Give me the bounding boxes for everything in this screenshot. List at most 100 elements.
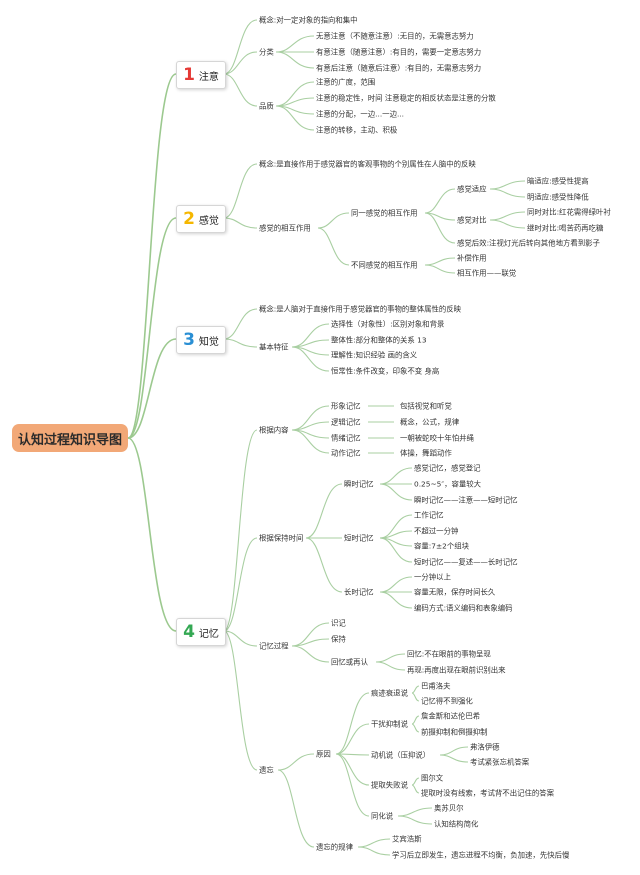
sensation-adaptation: 感觉适应 [457,184,487,194]
connector-line [411,777,420,786]
perception-feature-item: 整体性:部分和整体的关系 13 [331,335,427,345]
connector-line [223,630,258,771]
topic-label-perception: 知觉 [198,336,219,348]
topic-memory[interactable]: 4 记忆 [176,618,226,646]
memory-instant: 瞬时记忆 [344,479,374,489]
attention-quality-item: 注意的广度，范围 [316,77,376,87]
forgetting-assimilation-item: 认知结构简化 [434,819,479,829]
connector-line [223,308,258,340]
sensation-afterimage: 感觉后效:注视灯光后转向其他地方看到影子 [457,238,600,248]
connector-line [397,815,433,825]
forgetting-law-item: 学习后立即发生，遗忘进程不均衡，负加速，先快后慢 [392,850,570,860]
forgetting-interference-item: 前摄抑制和倒摄抑制 [421,727,488,737]
connector-line [275,81,315,107]
connector-line [489,180,526,190]
connector-line [379,591,413,609]
connector-line [379,483,413,501]
memory-content-item: 逻辑记忆 [331,417,361,427]
memory-long-item: 编码方式:语义编码和表象编码 [414,603,513,613]
topic-attention[interactable]: 1 注意 [176,61,226,89]
connector-line [127,338,177,439]
memory-retention: 根据保持时间 [259,533,304,543]
connector-line [317,227,350,266]
connector-line [223,163,258,219]
forgetting-law-item: 艾宾浩斯 [392,834,422,844]
memory-process-item: 识记 [331,618,346,628]
connector-line [223,630,258,647]
memory-content-item: 形象记忆 [331,401,361,411]
forgetting-interference-item: 詹金斯和达伦巴希 [421,711,481,721]
memory-content-detail: 一朝被蛇咬十年怕井绳 [400,433,474,443]
connector-line [277,753,315,771]
forgetting-decay-item: 记忆得不到强化 [421,696,473,706]
attention-class-item: 有意后注意（随意后注意）:有目的，无需意志努力 [316,63,482,73]
connector-line [424,257,456,266]
memory-content-detail: 体操，舞蹈动作 [400,448,452,458]
attention-quality: 品质 [259,101,274,111]
memory-recall-item: 再现:再度出现在眼前识别出来 [407,665,506,675]
topic-number-perception: 3 [183,329,195,350]
root-title[interactable]: 认知过程知识导图 [12,424,128,452]
sensation-contrast-item: 继时对比:喝苦药再吃糖 [527,223,604,233]
sensation-different: 不同感觉的相互作用 [351,260,418,270]
memory-short-item: 短时记忆——复述——长时记忆 [414,557,518,567]
perception-concept: 概念:是人脑对于直接作用于感觉器官的事物的整体属性的反映 [259,304,462,314]
connector-line [223,51,258,75]
topic-number-attention: 1 [183,64,195,85]
connector-line [424,188,456,214]
connector-line [411,685,420,694]
memory-recall-item: 回忆:不在眼前的事物呈现 [407,649,491,659]
topic-label-attention: 注意 [198,71,219,83]
forgetting-motivation: 动机说（压抑说） [371,750,431,760]
perception-feature-item: 恒常性:条件改变，印象不变 身高 [331,366,440,376]
connector-line [127,217,177,439]
attention-class-item: 无意注意（不随意注意）:无目的，无需意志努力 [316,31,474,41]
forgetting-retrieval-item: 提取时没有线索，考试背不出记住的答案 [421,788,555,798]
connector-line [379,576,413,593]
connector-line [127,73,177,439]
connector-line [375,661,406,671]
connector-line [275,51,315,69]
sensation-concept: 概念:是直接作用于感觉器官的客观事物的个别属性在人脑中的反映 [259,159,476,169]
sensation-adaptation-item: 暗适应:感受性提高 [527,176,589,186]
topic-number-sensation: 2 [183,208,195,229]
memory-short: 短时记忆 [344,533,374,543]
connector-line [335,753,370,786]
connector-line [277,769,315,848]
perception-feature-item: 理解性:知识经验 画的含义 [331,350,418,360]
forgetting-law: 遗忘的规律 [316,842,353,852]
perception-feature-item: 选择性（对象性）:区别对象和背景 [331,319,445,329]
memory-short-item: 工作记忆 [414,510,444,520]
forgetting-motivation-item: 考试紧张忘机答案 [470,757,530,767]
forgetting-retrieval-item: 图尔文 [421,773,444,783]
connector-line [317,212,350,229]
connector-line [411,784,420,794]
connector-line [305,537,343,593]
memory-long-item: 一分钟以上 [414,572,451,582]
connector-line [397,807,433,817]
forgetting-interference: 干扰抑制说 [371,719,408,729]
sensation-adaptation-item: 明适应:感受性降低 [527,192,589,202]
connector-line [357,838,391,848]
sensation-interaction: 感觉的相互作用 [259,223,311,233]
forgetting-decay: 痕迹衰退说 [371,688,408,698]
connector-line [335,692,370,755]
perception-features: 基本特征 [259,342,289,352]
attention-class-item: 有意注意（随意注意）:有目的，需要一定意志努力 [316,47,482,57]
sensation-same: 同一感觉的相互作用 [351,208,418,218]
forgetting-motivation-item: 弗洛伊德 [470,742,500,752]
topic-label-memory: 记忆 [198,628,219,640]
sensation-different-item: 补偿作用 [457,253,487,263]
memory-instant-item: 感觉记忆，感觉登记 [414,463,481,473]
topic-sensation[interactable]: 2 感觉 [176,205,226,233]
topic-perception[interactable]: 3 知觉 [176,326,226,354]
memory-content: 根据内容 [259,425,289,435]
connector-line [291,346,330,372]
connector-line [275,105,315,131]
connector-line [291,405,330,431]
connector-line [489,211,526,221]
connector-line [379,467,413,485]
memory-process-item: 保持 [331,634,346,644]
